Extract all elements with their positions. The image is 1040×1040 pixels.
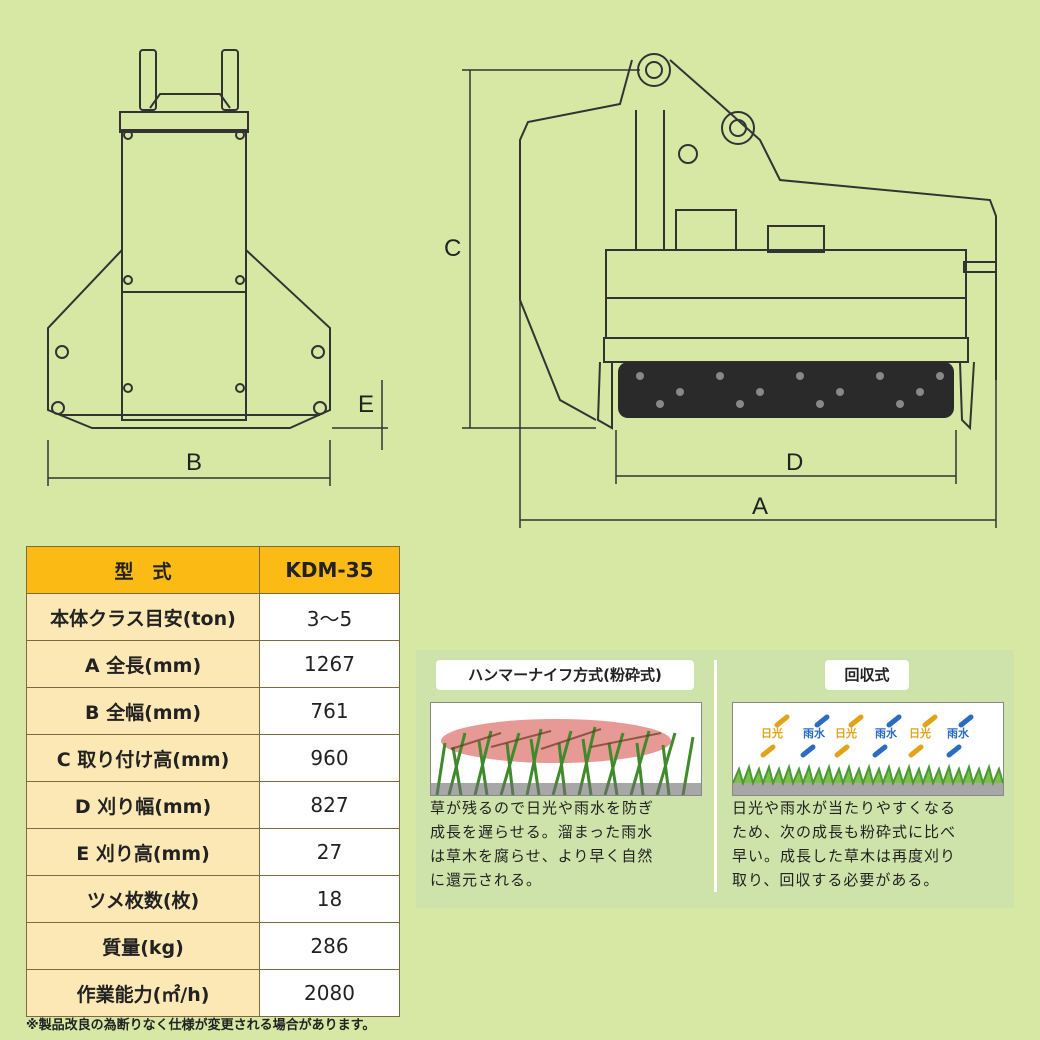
spec-row: 本体クラス目安(ton)3〜5 <box>26 593 400 641</box>
hammer-illustration <box>430 702 702 796</box>
spec-row: D 刈り幅(mm)827 <box>26 781 400 829</box>
spec-label: E 刈り高(mm) <box>26 828 260 876</box>
spec-value: 286 <box>259 922 400 970</box>
spec-label: C 取り付け高(mm) <box>26 734 260 782</box>
spec-row: C 取り付け高(mm)960 <box>26 734 400 782</box>
spec-note: ※製品改良の為断りなく仕様が変更される場合があります。 <box>26 1018 376 1033</box>
spec-row: B 全幅(mm)761 <box>26 687 400 735</box>
hammer-line: は草木を腐らせ、より早く自然 <box>430 847 654 865</box>
dimension-label-b: B <box>186 449 202 476</box>
rain-label: 雨水 <box>947 726 970 740</box>
spec-value: 960 <box>259 734 400 782</box>
spec-row: 作業能力(㎡/h)2080 <box>26 969 400 1017</box>
dimension-e <box>332 380 388 450</box>
hammer-column: ハンマーナイフ方式(粉砕式) <box>430 660 700 690</box>
rotor-teeth <box>618 362 954 418</box>
spec-row: 質量(kg)286 <box>26 922 400 970</box>
collect-title: 回収式 <box>825 660 909 690</box>
hammer-line: 成長を遅らせる。溜まった雨水 <box>430 823 654 841</box>
spec-value: 18 <box>259 875 400 923</box>
spec-label: 質量(kg) <box>26 922 260 970</box>
dimension-label-c: C <box>444 235 461 262</box>
collect-line: 取り、回収する必要がある。 <box>732 871 940 889</box>
spec-label: ツメ枚数(枚) <box>26 875 260 923</box>
spec-label: B 全幅(mm) <box>26 687 260 735</box>
spec-table-header: 型 式 KDM-35 <box>26 546 400 594</box>
collect-line: 早い。成長した草木は再度刈り <box>732 847 957 865</box>
spec-header-model: KDM-35 <box>259 546 400 594</box>
spec-value: 1267 <box>259 640 400 688</box>
spec-row: ツメ枚数(枚)18 <box>26 875 400 923</box>
dimension-c <box>462 69 640 429</box>
spec-header-label: 型 式 <box>26 546 260 594</box>
sun-label: 日光 <box>761 726 783 740</box>
front-view <box>47 49 331 429</box>
spec-row: E 刈り高(mm)27 <box>26 828 400 876</box>
spec-value: 27 <box>259 828 400 876</box>
spec-label: 本体クラス目安(ton) <box>26 593 260 641</box>
dimension-a <box>519 300 997 528</box>
collect-description: 日光や雨水が当たりやすくなる ため、次の成長も粉砕式に比べ 早い。成長した草木は… <box>732 796 956 892</box>
dimension-b <box>47 440 331 486</box>
hammer-line: 草が残るので日光や雨水を防ぎ <box>430 799 655 817</box>
collect-line: ため、次の成長も粉砕式に比べ <box>732 823 957 841</box>
spec-value: 2080 <box>259 969 400 1017</box>
spec-row: A 全長(mm)1267 <box>26 640 400 688</box>
rotor-highlights <box>636 372 944 408</box>
dimension-d <box>615 430 957 484</box>
collect-line: 日光や雨水が当たりやすくなる <box>732 799 957 817</box>
technical-drawing: B E C <box>47 49 997 528</box>
hammer-description: 草が残るので日光や雨水を防ぎ 成長を遅らせる。溜まった雨水 は草木を腐らせ、より… <box>430 796 654 892</box>
spec-value: 827 <box>259 781 400 829</box>
rain-label: 雨水 <box>875 726 898 740</box>
rain-label: 雨水 <box>803 726 826 740</box>
dimension-label-a: A <box>752 493 768 520</box>
spec-label: A 全長(mm) <box>26 640 260 688</box>
comparison-panel: ハンマーナイフ方式(粉砕式) 草が残るので日光や雨水を防ぎ 成長を遅らせる。溜ま… <box>416 650 1014 908</box>
spec-label: D 刈り幅(mm) <box>26 781 260 829</box>
spec-table: 型 式 KDM-35 本体クラス目安(ton)3〜5 A 全長(mm)1267 … <box>26 546 400 1017</box>
spec-value: 3〜5 <box>259 593 400 641</box>
hammer-line: に還元される。 <box>430 871 543 889</box>
column-divider <box>714 660 717 892</box>
sun-label: 日光 <box>835 726 857 740</box>
collect-illustration: 日光 雨水 日光 雨水 日光 雨水 <box>732 702 1004 796</box>
hammer-title: ハンマーナイフ方式(粉砕式) <box>436 660 694 690</box>
spec-value: 761 <box>259 687 400 735</box>
dimension-label-d: D <box>786 449 803 476</box>
collect-column: 回収式 <box>732 660 1002 690</box>
sun-label: 日光 <box>909 726 931 740</box>
spec-label: 作業能力(㎡/h) <box>26 969 260 1017</box>
dimension-label-e: E <box>358 391 374 418</box>
